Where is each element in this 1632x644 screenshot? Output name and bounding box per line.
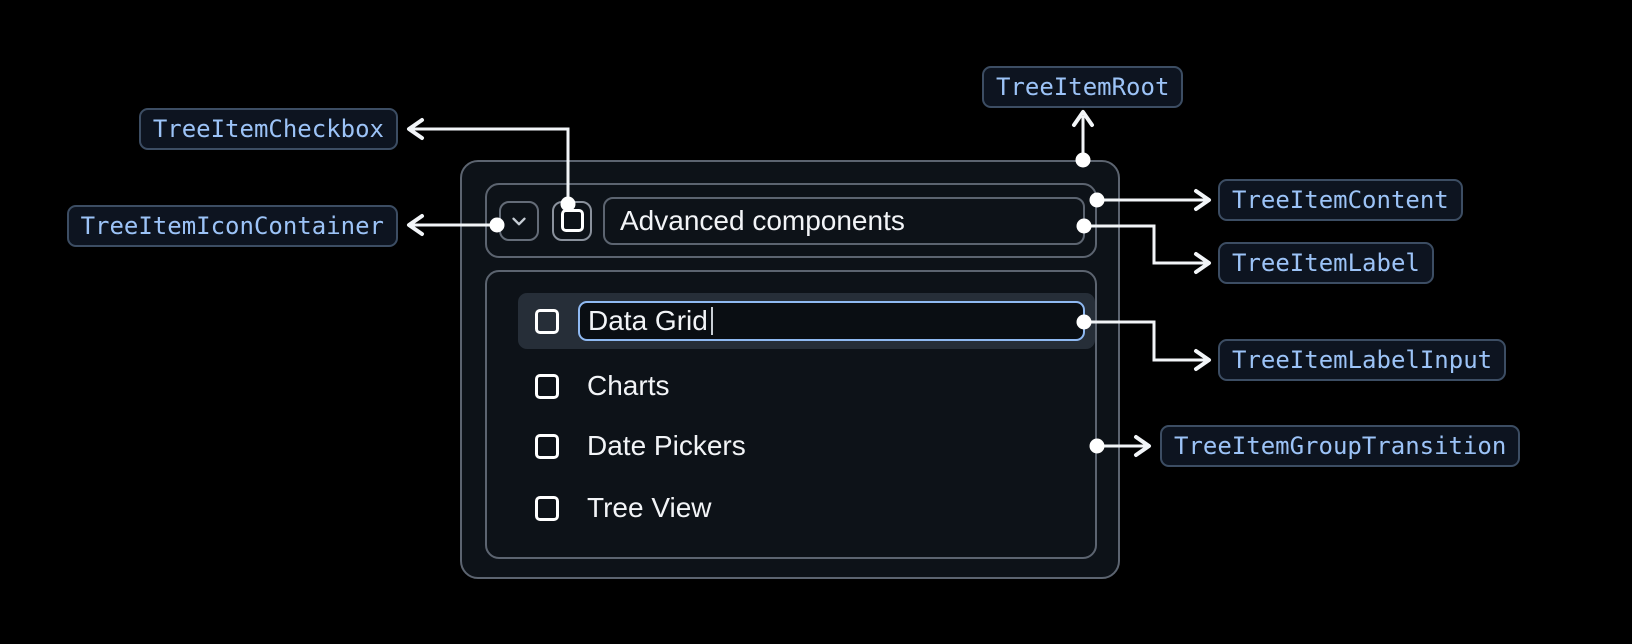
- annotation-tree-item-icon-container: TreeItemIconContainer: [66, 205, 398, 247]
- arrow-right-icon: [1194, 349, 1211, 371]
- tree-item-label-input[interactable]: Data Grid: [578, 301, 1085, 341]
- arrow-left-icon: [407, 214, 424, 236]
- parent-label-text: Advanced components: [620, 204, 905, 236]
- arrow-right-icon: [1194, 252, 1211, 274]
- annotation-tree-item-label-input: TreeItemLabelInput: [1218, 339, 1507, 381]
- arrow-up-icon: [1072, 110, 1094, 127]
- tree-item-content[interactable]: Advanced components: [485, 183, 1097, 258]
- tree-row-label: Charts: [587, 370, 670, 401]
- annotation-tree-item-label: TreeItemLabel: [1218, 242, 1434, 284]
- tree-row-date-pickers[interactable]: Date Pickers: [518, 418, 1095, 474]
- label-input-value: Data Grid: [588, 305, 708, 336]
- checkbox-unchecked-icon: [560, 209, 584, 232]
- tree-item-group-transition: [485, 270, 1097, 559]
- checkbox-unchecked-icon[interactable]: [535, 308, 559, 334]
- annotation-tree-item-group-transition: TreeItemGroupTransition: [1160, 425, 1521, 467]
- checkbox-unchecked-icon[interactable]: [535, 373, 559, 399]
- tree-row-label: Date Pickers: [587, 430, 746, 461]
- tree-item-checkbox[interactable]: [552, 200, 592, 241]
- text-caret: [710, 307, 713, 335]
- tree-item-icon-container[interactable]: [499, 200, 539, 241]
- tree-row-charts[interactable]: Charts: [518, 358, 1095, 414]
- tree-item-label[interactable]: Advanced components: [603, 196, 1085, 245]
- checkbox-unchecked-icon[interactable]: [535, 495, 559, 521]
- tree-row-data-grid[interactable]: Data Grid: [518, 293, 1095, 349]
- arrow-left-icon: [407, 118, 424, 140]
- annotation-tree-item-checkbox: TreeItemCheckbox: [138, 108, 398, 150]
- checkbox-unchecked-icon[interactable]: [535, 433, 559, 459]
- annotation-tree-item-root: TreeItemRoot: [982, 66, 1184, 108]
- tree-row-tree-view[interactable]: Tree View: [518, 480, 1095, 536]
- tree-row-label: Tree View: [587, 492, 712, 523]
- annotation-tree-item-content: TreeItemContent: [1218, 179, 1463, 221]
- chevron-down-icon: [512, 217, 526, 225]
- arrow-right-icon: [1194, 189, 1211, 211]
- arrow-right-icon: [1134, 435, 1151, 457]
